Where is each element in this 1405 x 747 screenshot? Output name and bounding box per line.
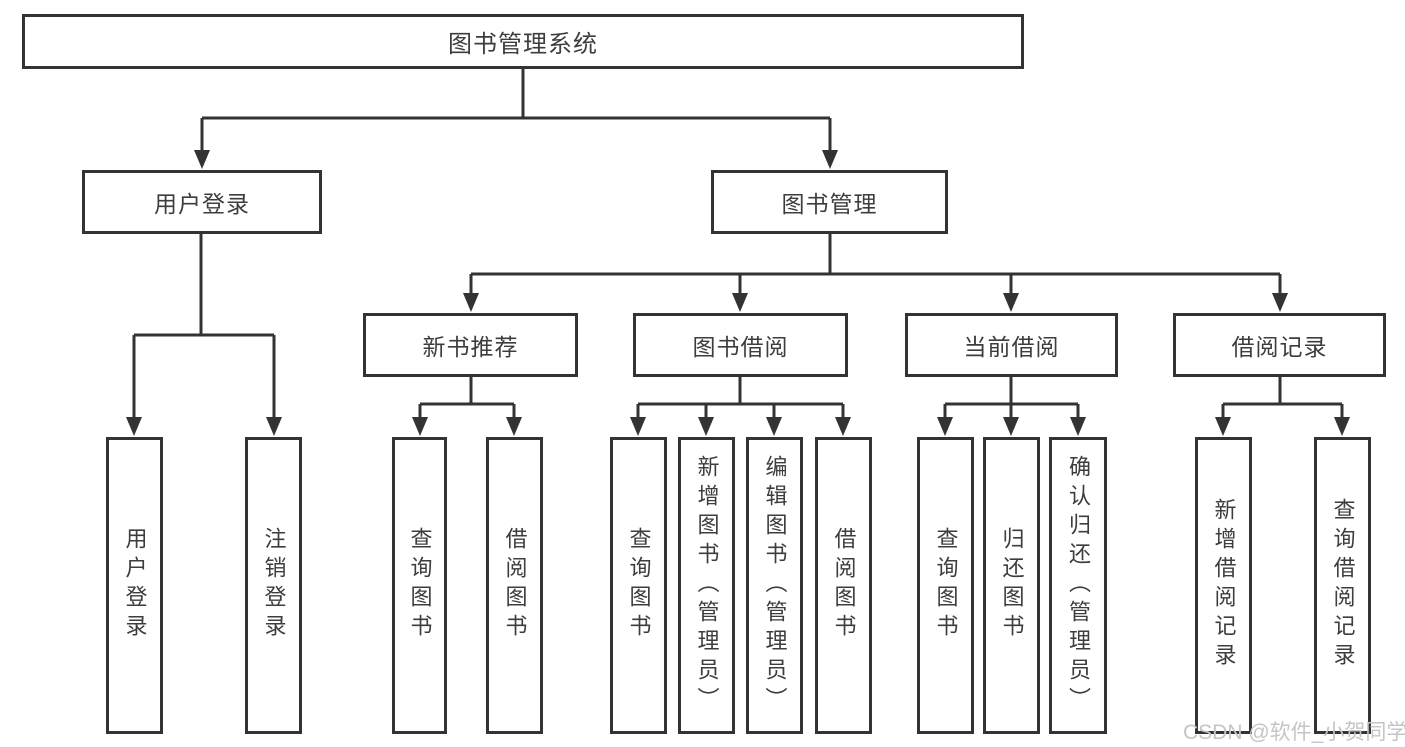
- node-new-book-recommend: 新书推荐: [363, 313, 578, 377]
- leaf-query-books-borrowing: 查询图书: [610, 437, 667, 734]
- leaf-logout-label: 注销登录: [261, 527, 287, 644]
- leaf-return-books: 归还图书: [983, 437, 1040, 734]
- leaf-confirm-return-admin: 确认归还（管理员）: [1049, 437, 1107, 734]
- leaf-borrow-books-borrowing: 借阅图书: [815, 437, 872, 734]
- leaf-query-books-recommend: 查询图书: [392, 437, 447, 734]
- leaf-borrow-books-recommend: 借阅图书: [486, 437, 543, 734]
- leaf-user-login: 用户登录: [106, 437, 163, 734]
- node-user-login: 用户登录: [82, 170, 322, 234]
- leaf-query-books-borrowing-label: 查询图书: [626, 527, 652, 644]
- csdn-watermark: CSDN @软件_小贺同学: [1183, 721, 1405, 744]
- leaf-query-books-current: 查询图书: [917, 437, 974, 734]
- leaf-confirm-return-admin-label: 确认归还（管理员）: [1066, 454, 1091, 717]
- node-root: 图书管理系统: [22, 14, 1024, 69]
- leaf-add-book-admin-label: 新增图书（管理员）: [694, 454, 720, 717]
- node-book-management: 图书管理: [711, 170, 948, 234]
- leaf-borrow-books-borrowing-label: 借阅图书: [831, 527, 857, 644]
- leaf-return-books-label: 归还图书: [999, 527, 1025, 644]
- leaf-edit-book-admin-label: 编辑图书（管理员）: [762, 454, 788, 717]
- node-borrowing-records: 借阅记录: [1173, 313, 1386, 377]
- leaf-add-borrow-record-label: 新增借阅记录: [1211, 498, 1237, 673]
- node-current-borrowing: 当前借阅: [905, 313, 1118, 377]
- leaf-add-book-admin: 新增图书（管理员）: [678, 437, 735, 734]
- leaf-query-borrow-record: 查询借阅记录: [1314, 437, 1371, 734]
- node-root-label: 图书管理系统: [448, 31, 598, 58]
- leaf-edit-book-admin: 编辑图书（管理员）: [746, 437, 803, 734]
- node-book-management-label: 图书管理: [781, 191, 878, 217]
- leaf-query-borrow-record-label: 查询借阅记录: [1330, 498, 1356, 673]
- node-book-borrowing-label: 图书借阅: [692, 334, 789, 360]
- node-new-book-recommend-label: 新书推荐: [422, 334, 519, 360]
- leaf-borrow-books-recommend-label: 借阅图书: [502, 527, 528, 644]
- leaf-query-books-current-label: 查询图书: [933, 527, 959, 644]
- node-user-login-label: 用户登录: [154, 191, 250, 217]
- leaf-logout: 注销登录: [245, 437, 302, 734]
- node-borrowing-records-label: 借阅记录: [1231, 334, 1328, 360]
- node-book-borrowing: 图书借阅: [633, 313, 848, 377]
- node-current-borrowing-label: 当前借阅: [963, 334, 1060, 360]
- leaf-add-borrow-record: 新增借阅记录: [1195, 437, 1252, 734]
- leaf-query-books-recommend-label: 查询图书: [407, 527, 433, 644]
- leaf-user-login-label: 用户登录: [122, 527, 148, 644]
